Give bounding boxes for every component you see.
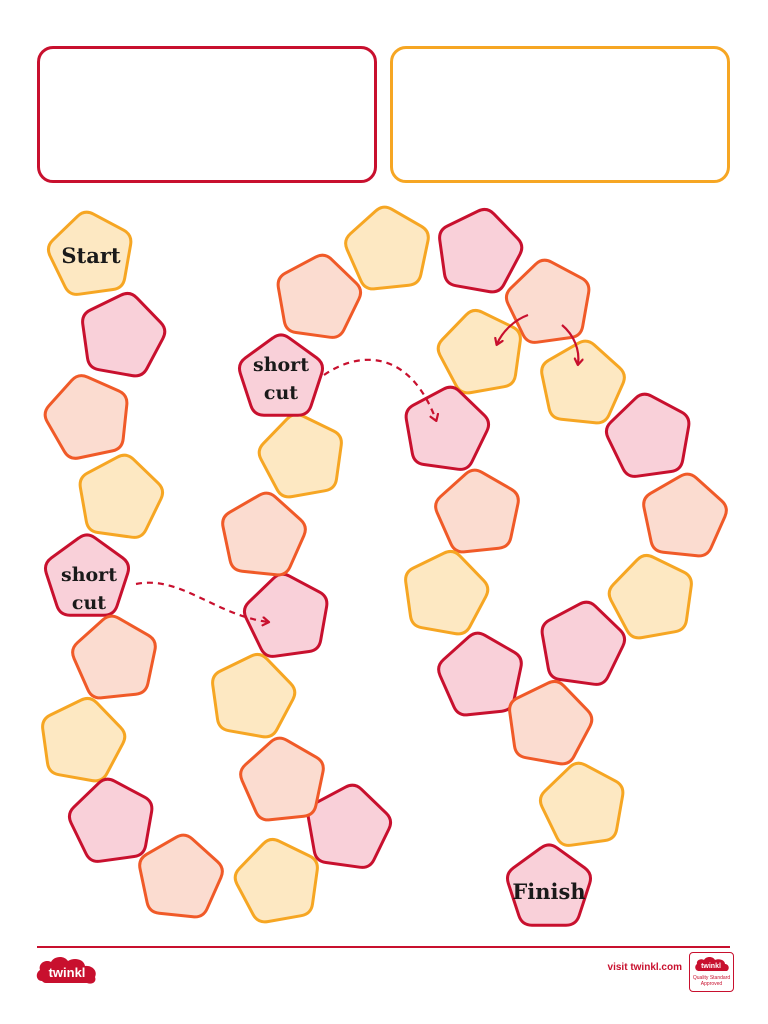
board-space-6: [71, 614, 157, 700]
board-space-4: [78, 453, 165, 539]
board-space-32: [508, 679, 594, 766]
shortcut-arrow-1: [323, 358, 436, 420]
board-space-13: [211, 652, 297, 739]
title-box-right[interactable]: [390, 46, 730, 183]
board-space-20: [438, 207, 524, 294]
logo-cloud-shape: [36, 956, 96, 984]
fork-arrow-right: [561, 324, 578, 364]
visit-twinkl-link[interactable]: visit twinkl.com: [607, 962, 682, 973]
board-space-22: [540, 339, 626, 425]
twinkl-logo[interactable]: twinkl: [34, 953, 100, 987]
board-space-18: [276, 253, 363, 339]
fork-arrow-left: [497, 313, 529, 344]
badge-text: Quality Standard Approved: [692, 975, 731, 987]
board-space-7: [41, 696, 127, 783]
board-space-3: [43, 374, 129, 460]
board-space-24: [404, 385, 491, 471]
board-space-10: [233, 837, 319, 924]
board-space-34: [505, 843, 593, 927]
board-space-28: [642, 472, 728, 558]
finish-label: Finish: [512, 879, 585, 904]
board-space-2: [81, 291, 167, 378]
start-label: Start: [61, 243, 121, 268]
logo-text: twinkl: [49, 965, 86, 980]
board-space-16: [257, 412, 343, 499]
board-space-5: [43, 533, 131, 617]
board-space-12: [239, 736, 325, 822]
game-board: Start short cut short cut Finish: [41, 205, 728, 927]
board-space-1: [46, 210, 133, 296]
board-space-23: [436, 308, 522, 395]
board-space-21: [504, 258, 591, 344]
title-box-left[interactable]: [37, 46, 377, 183]
board-space-25: [434, 468, 520, 554]
board-space-31: [437, 631, 523, 717]
board-space-8: [67, 777, 154, 863]
board-space-14: [242, 572, 329, 658]
badge-brand-text: twinkl: [701, 963, 721, 970]
quality-standard-badge: twinkl Quality Standard Approved: [689, 952, 734, 992]
footer-divider: [37, 946, 730, 948]
board-space-9: [138, 833, 224, 919]
shortcut-label-1-line1: short: [253, 354, 309, 376]
shortcut-label-2-line2: cut: [72, 592, 106, 614]
board-space-15: [221, 491, 307, 577]
badge-cloud-icon: twinkl: [695, 957, 729, 971]
shortcut-arrow-2: [135, 581, 268, 622]
board-space-26: [404, 549, 490, 636]
shortcut-label-1-line2: cut: [264, 382, 298, 404]
shortcut-label-2-line1: short: [61, 564, 117, 586]
board-space-19: [344, 205, 430, 291]
board-space-30: [540, 600, 627, 686]
board-space-27: [604, 392, 691, 478]
board-space-33: [538, 761, 625, 847]
board-space-11: [306, 783, 393, 869]
board-space-17: [237, 333, 325, 417]
board-space-29: [607, 553, 693, 640]
